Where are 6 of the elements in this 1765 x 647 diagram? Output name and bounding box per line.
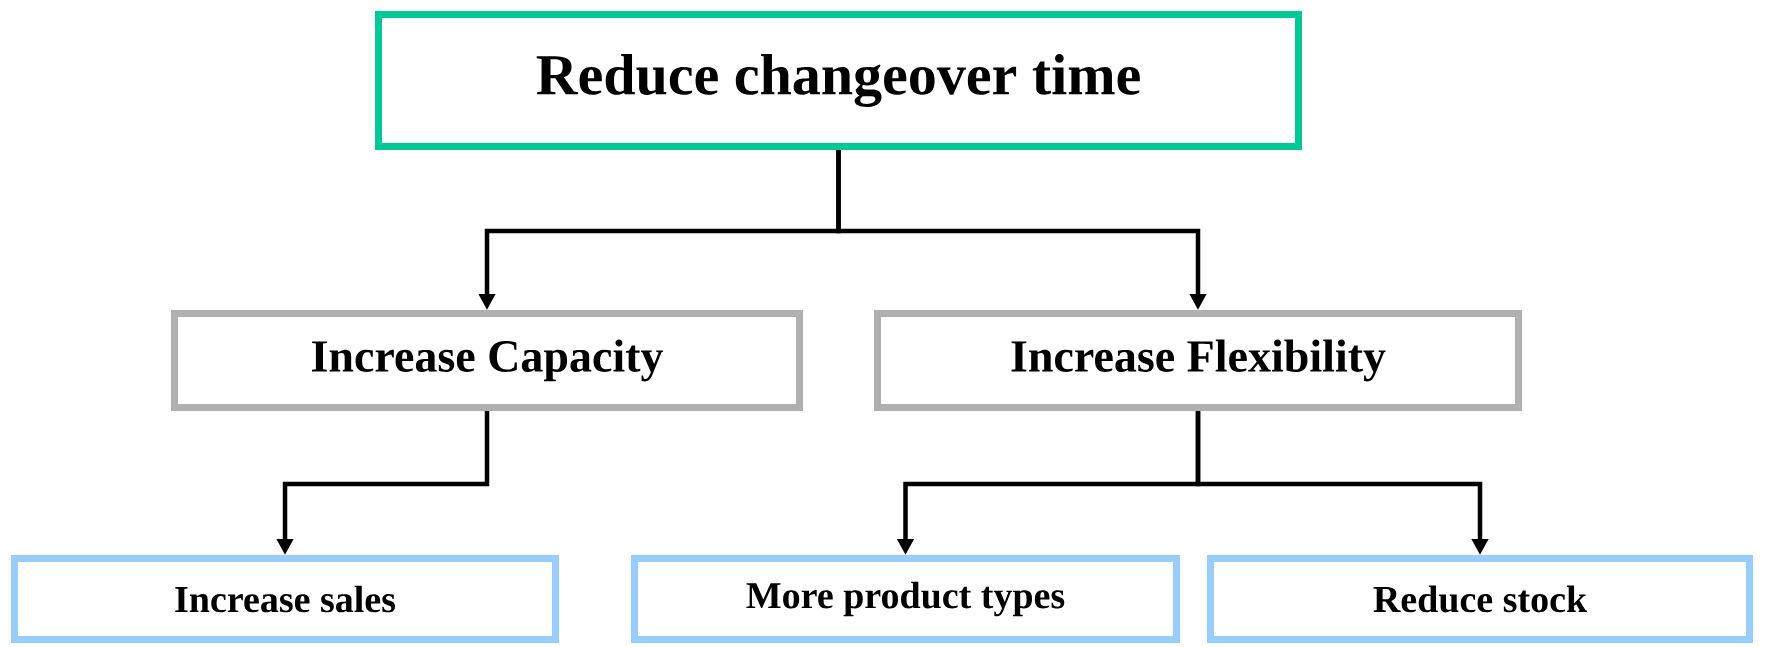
outcome-box: Reduce stock [1207, 555, 1753, 643]
outcome-box: Increase sales [11, 555, 559, 643]
category-box: Increase Flexibility [874, 310, 1522, 411]
category-box: Increase Capacity [171, 310, 803, 411]
goal-box: Reduce changeover time [375, 11, 1302, 150]
outcome-box: More product types [631, 555, 1180, 643]
